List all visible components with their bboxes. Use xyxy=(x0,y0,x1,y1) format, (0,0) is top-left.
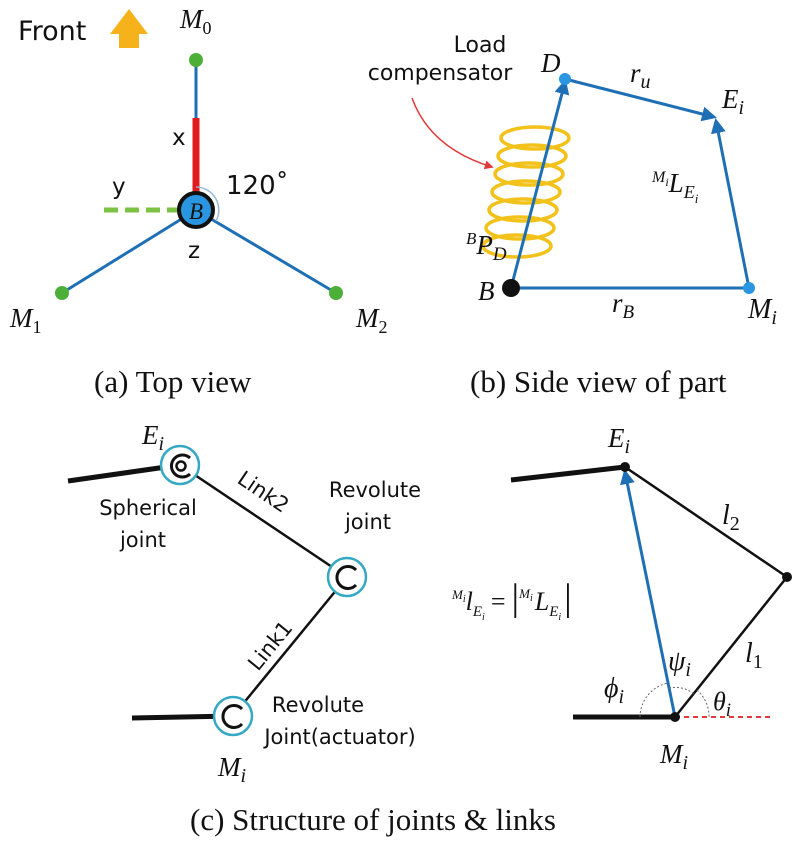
link2 xyxy=(179,463,348,579)
z-label: z xyxy=(188,238,200,264)
theta-arc xyxy=(696,689,710,718)
arm-m1 xyxy=(61,208,197,295)
m0-label: M0 xyxy=(179,4,212,38)
m1-label: M1 xyxy=(9,303,42,337)
angle-arc xyxy=(195,186,220,222)
ei-label-b: Ei xyxy=(721,84,744,119)
l2-label: l2 xyxy=(722,500,740,535)
rb-label: rB xyxy=(612,288,635,323)
actuator-joint xyxy=(212,695,254,737)
theta-label: θi xyxy=(713,687,731,721)
l2-link xyxy=(624,465,788,579)
node-mi-d xyxy=(670,712,680,722)
psi-arc xyxy=(668,686,695,695)
spherical-joint xyxy=(159,444,201,486)
vector-mi-ei xyxy=(620,469,677,718)
m2-label: M2 xyxy=(355,303,388,337)
front-arrow-icon xyxy=(110,9,148,48)
compensator-pointer xyxy=(411,97,494,170)
l1-link xyxy=(674,576,788,718)
front-label: Front xyxy=(18,16,86,47)
node-d xyxy=(559,73,571,85)
l1-label: l1 xyxy=(745,638,763,673)
node-b xyxy=(502,279,520,297)
vector-ru xyxy=(564,77,717,122)
arm-m2 xyxy=(195,208,337,295)
mi-label-d: Mi xyxy=(659,739,688,774)
base-link-top-d xyxy=(510,464,626,483)
angle-label: 120˚ xyxy=(226,171,289,201)
length-equation: MilEi=|MiLEi| xyxy=(451,577,572,623)
node-m0 xyxy=(189,53,203,67)
node-elbow-d xyxy=(782,572,792,582)
revolute-joint xyxy=(326,556,368,598)
spring-coil xyxy=(481,125,571,259)
vector-mlei xyxy=(710,118,751,289)
bpd-label: BPD xyxy=(466,229,507,265)
node-m2 xyxy=(329,286,343,300)
link1 xyxy=(232,576,348,717)
b-label-b: B xyxy=(478,276,495,306)
ei-label-d: Ei xyxy=(607,423,630,458)
node-m1 xyxy=(55,286,69,300)
y-label: y xyxy=(112,174,126,200)
caption-b: (b) Side view of part xyxy=(470,364,727,399)
mi-label-c: Mi xyxy=(217,752,246,787)
center-b-node xyxy=(177,191,215,229)
spherical-joint-icon xyxy=(170,453,192,479)
panel-a-top-view: Front B M0 x y z 120˚ M1 M2 (a) Top view xyxy=(9,4,388,399)
link2-label: Link2 xyxy=(233,466,293,517)
caption-a: (a) Top view xyxy=(94,364,252,399)
node-ei-d xyxy=(620,462,630,472)
node-mi xyxy=(743,282,755,294)
psi-label: ψi xyxy=(668,646,691,681)
phi-arc xyxy=(639,682,669,718)
mlei-label: MiLEi xyxy=(651,168,699,206)
d-label: D xyxy=(540,48,561,78)
revolute-joint-icon xyxy=(335,565,358,590)
caption-c: (c) Structure of joints & links xyxy=(190,802,556,837)
center-b-label: B xyxy=(189,199,203,224)
panel-d-kinematics: Ei l2 l1 MilEi=|MiLEi| ϕi ψi θi Mi xyxy=(451,423,792,774)
ei-label-c: Ei xyxy=(141,420,164,455)
ru-label: ru xyxy=(630,58,651,93)
actuator-joint-icon xyxy=(221,704,244,729)
mi-label-b: Mi xyxy=(747,294,777,329)
vector-bpd xyxy=(509,79,570,289)
x-label: x xyxy=(172,125,186,151)
phi-label: ϕi xyxy=(604,673,624,708)
